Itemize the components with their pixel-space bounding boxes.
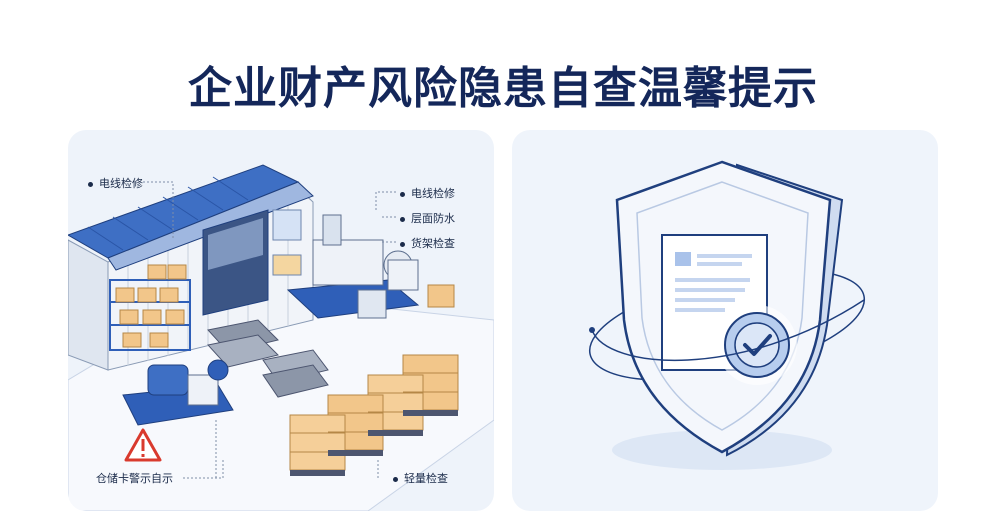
shield-illustration — [588, 160, 866, 470]
callout-wiring-right: 电线检修 — [400, 185, 455, 201]
machinery-unit — [286, 214, 455, 319]
shield-illustration-panel — [512, 130, 938, 511]
callout-light-check: 轻量检查 — [393, 470, 448, 486]
storage-rack — [109, 264, 191, 351]
material-stacks — [207, 319, 329, 398]
warehouse-illustration-panel: 电线检修 电线检修 层面防水 货架检查 仓储卡警示自示 轻量检查 — [68, 130, 494, 511]
callout-roof-waterproof: 层面防水 — [400, 210, 455, 226]
check-icon — [717, 305, 797, 385]
cargo-pallets — [289, 354, 459, 476]
callout-shelf-check: 货架检查 — [400, 235, 455, 251]
callout-wiring-top: 电线检修 — [88, 175, 143, 191]
page-title: 企业财产风险隐患自查温馨提示 — [188, 63, 818, 114]
warning-triangle-icon — [124, 428, 162, 462]
warehouse-illustration — [68, 164, 494, 511]
callout-warehouse-warning: 仓储卡警示自示 — [96, 472, 173, 485]
motor-unit — [122, 359, 234, 426]
